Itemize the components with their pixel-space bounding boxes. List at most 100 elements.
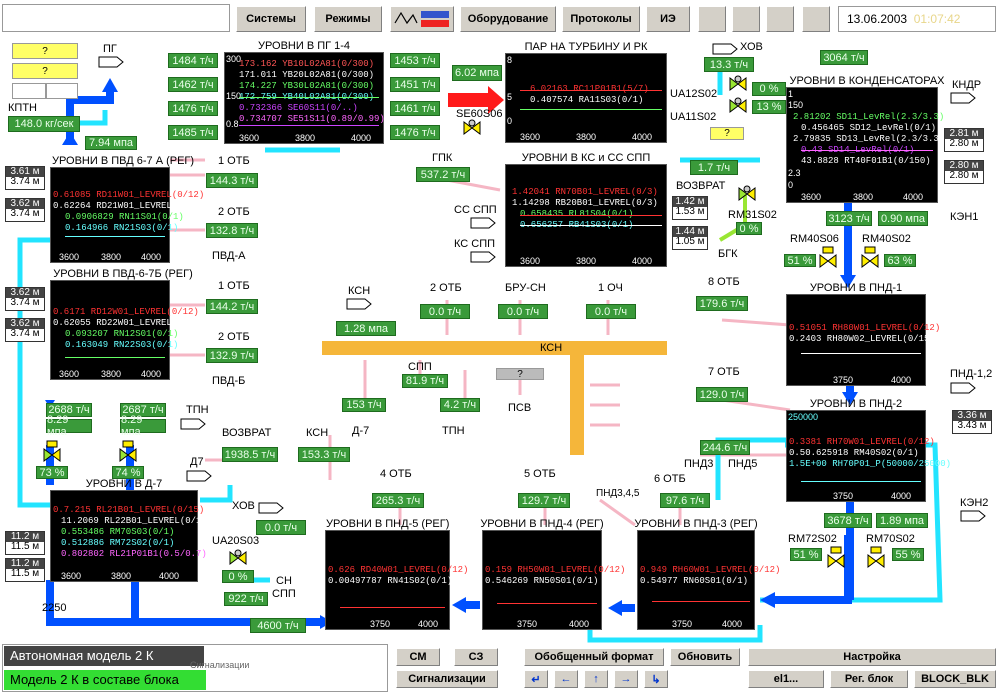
bru-label: БРУ-СН [505,282,546,294]
pvd67a-x-2: 3800 [101,252,122,262]
date-text: 13.06.2003 [847,12,908,26]
ie-button[interactable]: ИЭ [646,6,690,32]
bottom-flow-value: 4600 т/ч [250,618,306,633]
pnd2-x-2: 4000 [891,491,912,501]
pnd3-x-1: 3750 [672,619,693,629]
ua12s02-valve-icon[interactable] [728,74,748,94]
blank-button-3[interactable] [766,6,794,32]
ua20s03-label: UA20S03 [212,535,260,547]
pnd12-label: ПНД-1,2 [950,368,993,380]
pvd67b-x-3: 4000 [141,369,162,379]
modes-button[interactable]: Режимы [314,6,382,32]
condenser-panel: УРОВНИ В КОНДЕНСАТОРАХ 1 150 2.3 0 2.812… [786,75,945,203]
cond-x-3: 4000 [903,192,924,202]
se60s06-label: SE60S06 [456,108,503,120]
tpn-pump-1-icon[interactable] [42,440,62,464]
pnd2-trend-line [801,481,921,482]
steam-y-1: 8 [507,55,513,65]
otb1b-value: 144.2 т/ч [206,299,258,314]
rm40s06-label: RM40S06 [790,233,839,245]
systems-button[interactable]: Системы [236,6,306,32]
hov2-arrow-icon [258,502,284,514]
blank-button-2[interactable] [732,6,760,32]
tpn-flow-value: 4.2 т/ч [440,398,480,412]
blank-button-4[interactable] [802,6,830,32]
otb4-label: 4 ОТБ [380,468,412,480]
rm40s02-valve-icon[interactable] [860,246,880,270]
cond-y-4: 0 [788,180,794,190]
cond-y-1: 1 [788,89,794,99]
rm40s06-valve-icon[interactable] [818,246,838,270]
signals-button[interactable]: Сигнализации [396,670,498,688]
c3-button[interactable]: СЗ [454,648,498,666]
tpn-pressure-1: 8.29 мпа [46,414,92,438]
blank-button-1[interactable] [698,6,726,32]
ks-x-2: 3800 [576,256,597,266]
datetime-display: 13.06.2003 01:07:42 [838,6,996,32]
ua20s03-valve-icon[interactable] [228,548,248,568]
otb2a-label: 2 ОТБ [218,206,250,218]
nav-right-button[interactable]: → [614,670,638,688]
steam-trend-line [520,90,662,91]
rm70s02-valve-icon[interactable] [866,546,886,570]
vozvrat2-label: ВОЗВРАТ [222,427,272,439]
tpn-pump-2-icon[interactable] [118,440,138,464]
pvd67b-panel: УРОВНИ В ПВД-6-7Б (РЕГ) 0.6171 RD12W01_L… [50,268,204,380]
left-indicator-2: ? [12,63,78,79]
rm72s02-value: 51 % [790,548,822,561]
protocols-button[interactable]: Протоколы [562,6,640,32]
rm70s02-label: RM70S02 [866,533,915,545]
equipment-button[interactable]: Оборудование [460,6,556,32]
ua11s02-valve-icon[interactable] [728,96,748,116]
refresh-button[interactable]: Обновить [670,648,740,666]
cond-row-1: 2.81202 SD11_LevRel(2.3/3.3) [793,112,945,122]
arrow-up-icon: ↑ [593,673,599,685]
rm40s02-label: RM40S02 [862,233,911,245]
nav-first-button[interactable]: ↵ [524,670,548,688]
reg-block-button[interactable]: Рег. блок [830,670,908,688]
general-format-button[interactable]: Обобщенный формат [524,648,664,666]
n2250-label: 2250 [42,602,67,614]
nav-left-button[interactable]: ← [554,670,578,688]
rm31s02-valve-icon[interactable] [737,184,757,204]
steam-row-1: 6.02163 RC11P01B1(5/7) [530,84,649,94]
gpk-value: 537.2 т/ч [416,167,470,182]
settings-button[interactable]: Настройка [748,648,996,666]
cm-button[interactable]: СМ [396,648,440,666]
pnd3-row-2: 0.54977 RN60S01(0/1) [640,576,749,586]
pnd4-trend-line [497,603,597,604]
condenser-panel-title: УРОВНИ В КОНДЕНСАТОРАХ [789,75,945,87]
pg-flow-8: 1476 т/ч [390,125,440,140]
ken1-flow-value: 3123 т/ч [826,211,872,226]
d7-level-2-b: 11.5 м [10,568,40,579]
pvd67a-x-1: 3600 [59,252,80,262]
nav-forward-button[interactable]: ↳ [644,670,668,688]
arrow-left-icon: ← [560,673,572,685]
pvd67a-row-1: 0.61085 RD11W01_LEVREL(0/12) [53,190,205,200]
spp-value: 81.9 т/ч [402,374,448,388]
otb5-value: 129.7 т/ч [518,493,570,508]
otb7-value: 129.0 т/ч [696,387,748,402]
pg-pressure-value: 7.94 мпа [85,136,137,150]
otb2-value: 0.0 т/ч [420,304,470,319]
hov-arrow-icon [712,43,738,55]
pvd67b-trend-line [65,357,165,358]
d7-panel: УРОВНИ В Д-7 0.7.215 RL21B01_LEVREL(0/15… [50,478,212,582]
pvd67a-x-3: 4000 [141,252,162,262]
cond-level-2-b: 2.80 м [949,170,979,181]
d7-title: УРОВНИ В Д-7 [85,478,163,490]
el1-button[interactable]: el1... [748,670,824,688]
rm72s02-valve-icon[interactable] [826,546,846,570]
se60s06-valve-icon[interactable] [462,118,482,138]
ks-panel-title: УРОВНИ В КС и СС СПП [521,152,651,164]
ksn2-value: 153.3 т/ч [298,447,350,462]
pnd2-x-1: 3750 [833,491,854,501]
block-blk-button[interactable]: BLOCK_BLK [914,670,996,688]
nav-up-button[interactable]: ↑ [584,670,608,688]
graph-button[interactable] [390,6,454,32]
